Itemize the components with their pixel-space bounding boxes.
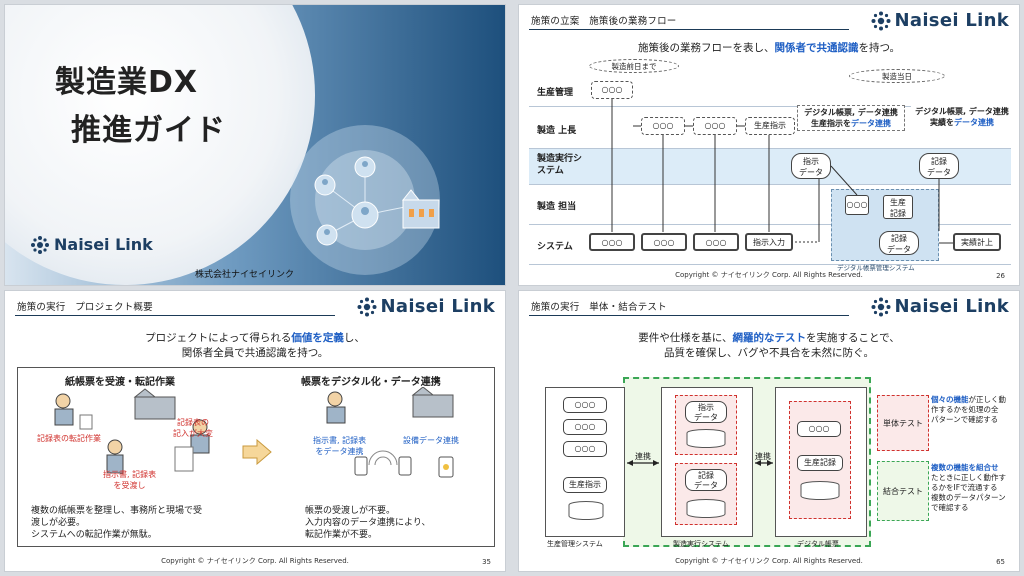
red-label-recording: 記録表の記入が大変: [173, 418, 213, 438]
slide-project-overview: 施策の実行 プロジェクト概要 Naisei Link プロジェクトによって得られ…: [4, 290, 506, 572]
red-label-handover: 指示書, 記録表を受渡し: [103, 470, 157, 490]
function-production-record: 生産記録: [797, 455, 843, 471]
copyright: Copyright © ナイセイリンク Corp. All Rights Res…: [675, 557, 863, 565]
monitor: ○○○: [641, 233, 687, 251]
after-heading: 帳票をデジタル化・データ連携: [301, 377, 441, 388]
lane-manager: 製造 上長: [529, 107, 1011, 149]
brand-logo: Naisei Link: [871, 296, 1009, 317]
brand-mark-icon: [31, 235, 49, 254]
brand-mark-icon: [871, 297, 891, 316]
database-icon: [686, 429, 726, 448]
page-number: 35: [482, 558, 491, 566]
title-line-1: 製造業DX: [55, 65, 199, 100]
brand-name: Naisei Link: [54, 235, 153, 254]
function-box: ○○○: [563, 441, 607, 457]
right-arrow-icon: [242, 439, 272, 465]
brand-logo: Naisei Link: [871, 10, 1009, 31]
after-description: 帳票の受渡しが不要。入力内容のデータ連携により、転記作業が不要。: [305, 506, 431, 540]
database-icon: [800, 481, 840, 500]
title-background: [5, 5, 505, 285]
function-box: ○○○: [563, 419, 607, 435]
section-title: 施策の実行 プロジェクト概要: [17, 302, 153, 313]
flow-arrows: [611, 99, 953, 244]
unit-test-description: 個々の機能が正しく動作するかを処理の全パターンで確認する: [931, 395, 1006, 424]
monitor: ○○○: [589, 233, 635, 251]
integration-test-label: 結合テスト: [877, 461, 929, 521]
lane-system: システム: [529, 225, 1011, 265]
monitor-instruction-input: 指示入力: [745, 233, 793, 251]
header-rule: [529, 315, 849, 316]
brand-name: Naisei Link: [894, 296, 1009, 317]
link-label: 連携: [635, 452, 651, 461]
copyright: Copyright © ナイセイリンク Corp. All Rights Res…: [161, 557, 349, 565]
unit-test-label: 単体テスト: [877, 395, 929, 451]
tablet-device: ○○○: [845, 195, 869, 215]
system-label: 生産管理システム: [547, 540, 603, 548]
integration-test-description: 複数の機能を組合せたときに正しく動作するかをIFで流通する複数のデータパターンで…: [931, 463, 1006, 512]
digital-system-label: デジタル帳票管理システム: [837, 264, 915, 272]
instruction-data-bubble: 指示データ: [685, 401, 727, 423]
before-day-label: 製造前日まで: [589, 59, 679, 73]
system-label: デジタル帳票: [797, 540, 839, 548]
lane-production-control: 生産管理: [529, 71, 1011, 107]
instruction-data-bubble: 指示データ: [791, 153, 831, 179]
day-of-label: 製造当日: [849, 69, 945, 83]
record-data-bubble: 記録データ: [685, 469, 727, 491]
blue-label-equipment: 設備データ連携: [403, 436, 459, 445]
section-title: 施策の立案 施策後の業務フロー: [531, 16, 677, 27]
digital-work-illustration: [326, 387, 454, 478]
brand-logo: Naisei Link: [31, 235, 153, 254]
function-production-instruction: 生産指示: [563, 477, 607, 493]
page-number: 65: [996, 558, 1005, 566]
red-label-transcription: 記録表の転記作業: [37, 434, 101, 443]
monitor-actual-entry: 実績計上: [953, 233, 1001, 251]
brand-mark-icon: [871, 11, 891, 30]
link-label: 連携: [755, 452, 771, 461]
record-data-bubble: 記録データ: [919, 153, 959, 179]
database-icon: [686, 499, 726, 518]
company-name: 株式会社ナイセイリンク: [195, 270, 295, 280]
link-arrows: [627, 460, 773, 466]
comparison-frame: [17, 367, 495, 547]
production-record-box: 生産記録: [883, 195, 913, 219]
before-description: 複数の紙帳票を整理し、事務所と現場で受渡しが必要。システムへの転記作業が無駄。: [31, 506, 203, 540]
brand-mark-icon: [357, 297, 377, 316]
system-label: 製造実行システム: [673, 540, 729, 548]
database-icon: [568, 501, 604, 520]
slide-title: 製造業DX 推進ガイド Naisei Link 株式会社ナイセイリンク: [4, 4, 506, 286]
brand-name: Naisei Link: [380, 296, 495, 317]
slide-header: 施策の実行 単体・結合テスト Naisei Link: [519, 291, 1019, 327]
slide-header: 施策の実行 プロジェクト概要 Naisei Link: [5, 291, 505, 327]
monitor: ○○○: [693, 233, 739, 251]
note-instruction-link: デジタル帳票, データ連携生産指示をデータ連携: [797, 105, 905, 131]
lane-operator: 製造 担当: [529, 185, 1011, 225]
function-box: ○○○: [563, 397, 607, 413]
lead-text: 要件や仕様を基に、網羅的なテストを実施することで、 品質を確保し、バグや不具合を…: [638, 332, 900, 359]
network-illustration: [314, 156, 440, 246]
slide-header: 施策の立案 施策後の業務フロー Naisei Link: [519, 5, 1019, 41]
note-actual-link: デジタル帳票, データ連携実績をデータ連携: [911, 105, 1013, 129]
header-rule: [15, 315, 335, 316]
header-rule: [529, 29, 849, 30]
title-line-2: 推進ガイド: [71, 113, 226, 148]
flow-step: ○○○: [693, 117, 737, 135]
blue-label-data-link: 指示書, 記録表をデータ連携: [313, 436, 367, 456]
slide-business-flow: 施策の立案 施策後の業務フロー Naisei Link 施策後の業務フローを表し…: [518, 4, 1020, 286]
lead-text: プロジェクトによって得られる価値を定義し、 関係者全員で共通認識を持つ。: [145, 332, 365, 359]
copyright: Copyright © ナイセイリンク Corp. All Rights Res…: [675, 271, 863, 279]
slide-testing: 施策の実行 単体・結合テスト Naisei Link 要件や仕様を基に、網羅的な…: [518, 290, 1020, 572]
flow-step: ○○○: [641, 117, 685, 135]
section-title: 施策の実行 単体・結合テスト: [531, 302, 667, 313]
flow-step-production-instruction: 生産指示: [745, 117, 795, 135]
flow-step: ○○○: [591, 81, 633, 99]
brand-name: Naisei Link: [894, 10, 1009, 31]
paper-work-illustration: [54, 388, 210, 474]
function-box: ○○○: [797, 421, 841, 437]
lead-text: 施策後の業務フローを表し、関係者で共通認識を持つ。: [637, 42, 901, 54]
record-data-bubble-2: 記録データ: [879, 231, 919, 255]
page-number: 26: [996, 272, 1005, 280]
brand-logo: Naisei Link: [357, 296, 495, 317]
before-heading: 紙帳票を受渡・転記作業: [65, 377, 175, 388]
